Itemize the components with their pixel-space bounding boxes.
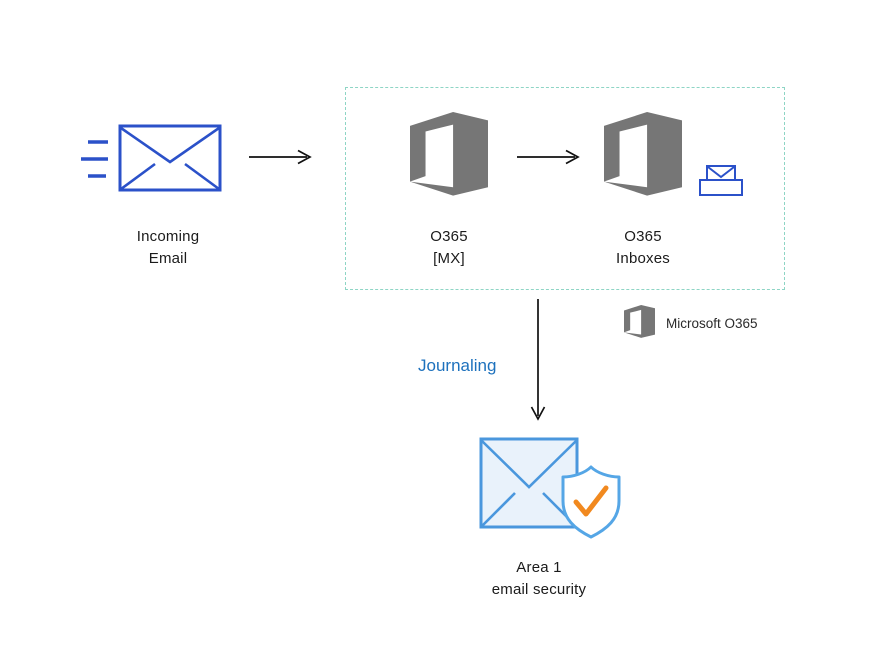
- label-line: O365: [624, 228, 662, 245]
- area1-label: Area 1 email security: [459, 557, 619, 601]
- checkmark-icon: [573, 485, 609, 517]
- label-line: Inboxes: [616, 250, 670, 267]
- label-line: Incoming: [136, 228, 200, 245]
- office-logo-icon: [604, 112, 682, 196]
- microsoft-o365-legend-icon: [624, 305, 655, 338]
- incoming-email-envelope-icon: [118, 124, 222, 192]
- security-shield-icon: [561, 465, 621, 539]
- incoming-email-label: Incoming Email: [100, 226, 236, 270]
- inbox-envelope-icon: [699, 165, 743, 196]
- o365-mx-label: O365 [MX]: [384, 226, 514, 270]
- label-line: email security: [491, 581, 587, 598]
- journaling-label: Journaling: [418, 356, 497, 375]
- arrow-right-icon: [517, 149, 580, 165]
- o365-inboxes-label: O365 Inboxes: [578, 226, 708, 270]
- label-line: Area 1: [516, 559, 562, 576]
- label-line: [MX]: [433, 250, 465, 267]
- arrow-right-icon: [249, 149, 312, 165]
- o365-boundary-box: [345, 87, 785, 290]
- legend-label: Microsoft O365: [666, 316, 758, 331]
- arrow-down-icon: [530, 299, 546, 421]
- office-logo-icon: [410, 112, 488, 196]
- label-line: Email: [148, 250, 188, 267]
- motion-lines-icon: [81, 140, 108, 178]
- label-line: O365: [430, 228, 468, 245]
